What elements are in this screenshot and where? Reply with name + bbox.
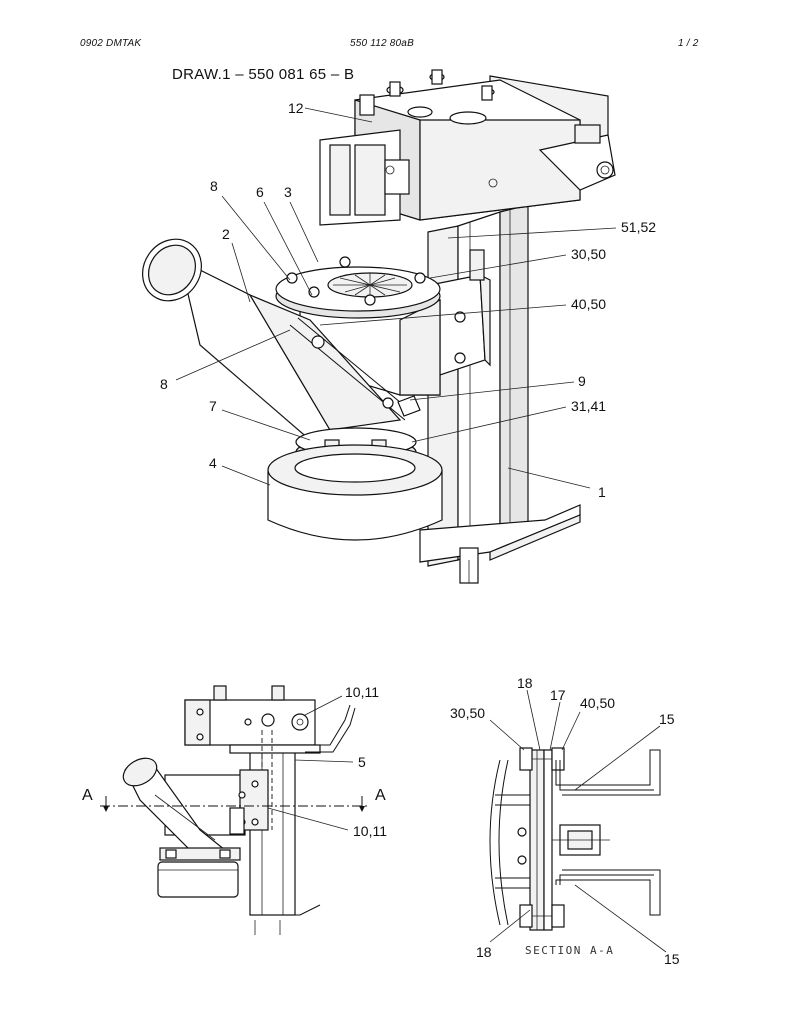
callout-17: 17	[550, 687, 566, 703]
callout-7: 7	[209, 398, 217, 414]
callout-10-11-upper: 10,11	[345, 684, 379, 700]
callout-40-50-section: 40,50	[580, 695, 615, 711]
main-leader-lines	[175, 107, 617, 489]
section-marker-left: A	[82, 787, 93, 804]
side-view	[100, 685, 370, 935]
callout-1: 1	[598, 484, 606, 500]
callout-30-50: 30,50	[571, 246, 606, 262]
callout-8-lower: 8	[160, 376, 168, 392]
header-page-number: 1 / 2	[678, 38, 699, 49]
clamp-bolt	[289, 317, 421, 421]
inlet-chute	[142, 238, 402, 441]
callout-2: 2	[222, 226, 230, 242]
header-document-number: 550 112 80aB	[350, 38, 414, 49]
callout-15-lower: 15	[664, 951, 680, 967]
top-housing	[319, 69, 616, 226]
callout-40-50: 40,50	[571, 296, 606, 312]
section-a-a-view	[489, 689, 667, 953]
drum	[267, 444, 443, 541]
callout-51-52: 51,52	[621, 219, 656, 235]
callout-9: 9	[578, 373, 586, 389]
drawing-title: DRAW.1 – 550 081 65 – B	[172, 66, 355, 83]
callout-12: 12	[288, 100, 304, 116]
callout-8-upper: 8	[210, 178, 218, 194]
flange-disk	[275, 256, 441, 319]
callout-10-11-lower: 10,11	[353, 823, 387, 839]
callout-18-upper: 18	[517, 675, 533, 691]
callout-3: 3	[284, 184, 292, 200]
support-column	[419, 204, 581, 584]
callout-30-50-section: 30,50	[450, 705, 485, 721]
callout-6: 6	[256, 184, 264, 200]
callout-31-41: 31,41	[571, 398, 606, 414]
callout-4: 4	[209, 455, 217, 471]
main-assembly-view: 12 8 6 3 2 51,52 30,50 40,50 8 9 7 31,41…	[142, 69, 656, 584]
callout-15-upper: 15	[659, 711, 675, 727]
section-marker-right: A	[375, 787, 386, 804]
callout-5: 5	[358, 754, 366, 770]
callout-18-lower: 18	[476, 944, 492, 960]
section-caption: SECTION A-A	[525, 944, 614, 957]
header-left-code: 0902 DMTAK	[80, 38, 142, 49]
